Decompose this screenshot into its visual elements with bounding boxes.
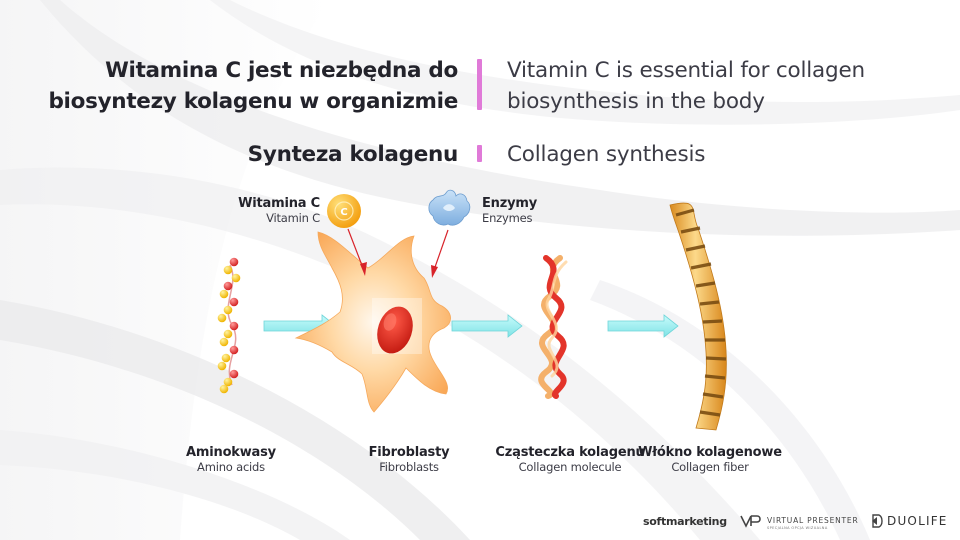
title-english-line1: Vitamin C is essential for collagen — [507, 58, 865, 83]
arrow-molecule-to-fiber — [607, 314, 679, 338]
enzymes-label-en: Enzymes — [482, 211, 533, 225]
subtitle-english: Collagen synthesis — [507, 142, 706, 167]
enzyme-molecule — [428, 189, 471, 278]
softmarketing-logo: softmarketing — [643, 515, 727, 528]
fibroblasts-label-pl: Fibroblasty — [368, 445, 450, 460]
collagen-fiber-label-pl: Włókno kolagenowe — [638, 445, 782, 460]
title-polish: Witamina C jest niezbędna do biosyntezy … — [40, 55, 458, 117]
title-english-line2: biosynthesis in the body — [507, 89, 765, 114]
title-polish-line1: Witamina C jest niezbędna do — [105, 58, 458, 83]
amino-acid-chain — [217, 257, 241, 394]
amino-acids-label: Aminokwasy Amino acids — [161, 445, 301, 474]
title-polish-line2: biosyntezy kolagenu w organizmie — [48, 89, 458, 114]
vitamin-c-label: Witamina C Vitamin C — [200, 196, 320, 225]
amino-acids-label-pl: Aminokwasy — [186, 445, 276, 460]
virtual-presenter-logo: VIRTUAL PRESENTER — [767, 516, 859, 525]
collagen-fiber-label-en: Collagen fiber — [671, 460, 749, 474]
collagen-fiber — [669, 202, 727, 431]
title-divider — [477, 59, 482, 110]
subtitle-polish: Synteza kolagenu — [247, 142, 459, 167]
duolife-logo: DUOLIFE — [887, 514, 948, 528]
subtitle-divider — [477, 145, 482, 162]
enzymes-label-pl: Enzymy — [482, 196, 537, 211]
fibroblasts-label: Fibroblasty Fibroblasts — [339, 445, 479, 474]
collagen-molecule-label-pl: Cząsteczka kolagenu — [495, 445, 645, 460]
vitamin-c-badge-letter: C — [340, 207, 347, 218]
fibroblasts-label-en: Fibroblasts — [379, 460, 439, 474]
title-english: Vitamin C is essential for collagen bios… — [507, 55, 927, 117]
virtual-presenter-tagline: SPECJALNA OPCJA WIZUALNA — [767, 526, 828, 530]
enzymes-label: Enzymy Enzymes — [482, 196, 602, 225]
collagen-molecule-label: Cząsteczka kolagenu Collagen molecule — [480, 445, 660, 474]
amino-acids-label-en: Amino acids — [197, 460, 265, 474]
fibroblast-cell — [294, 231, 451, 413]
vitamin-c-molecule: C — [327, 194, 367, 276]
collagen-fiber-label: Włókno kolagenowe Collagen fiber — [625, 445, 795, 474]
vitamin-c-label-pl: Witamina C — [238, 196, 320, 211]
collagen-triple-helix — [538, 255, 568, 399]
virtual-presenter-logo-icon — [740, 515, 761, 528]
arrow-fibroblast-to-molecule — [451, 314, 523, 338]
collagen-molecule-label-en: Collagen molecule — [518, 460, 622, 474]
duolife-logo-icon — [872, 514, 883, 528]
vitamin-c-label-en: Vitamin C — [266, 211, 320, 225]
